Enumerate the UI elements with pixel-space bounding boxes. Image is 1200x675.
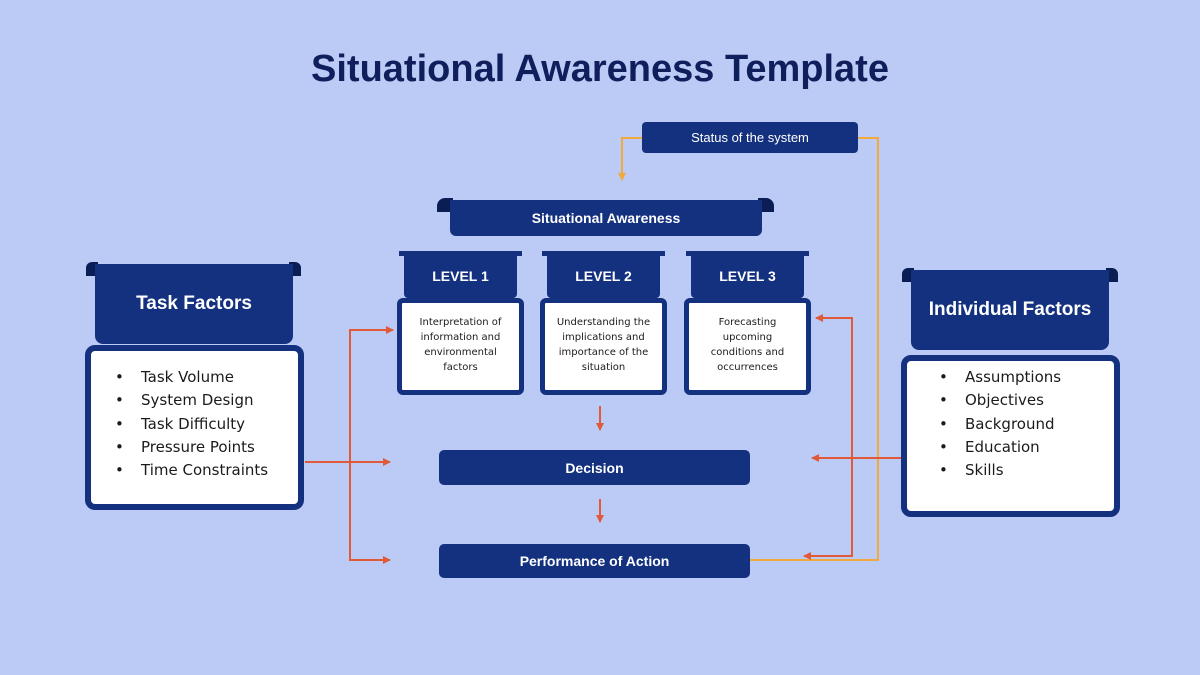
level-1-card: Interpretation of information and enviro… bbox=[397, 298, 524, 395]
level-3-card: Forecasting upcoming conditions and occu… bbox=[684, 298, 811, 395]
task-factors-header: Task Factors bbox=[95, 264, 293, 344]
decision-label: Decision bbox=[565, 459, 624, 476]
level-2-header: LEVEL 2 bbox=[547, 253, 660, 298]
level-1-label: LEVEL 1 bbox=[432, 267, 489, 284]
individual-factors-item: Skills bbox=[939, 459, 1061, 483]
individual-factors-item: Assumptions bbox=[939, 366, 1061, 390]
task-factors-to-levels-arrow bbox=[305, 326, 394, 463]
task-factors-item: System Design bbox=[115, 389, 268, 413]
status-to-sa-arrow bbox=[618, 137, 642, 181]
individual-factors-item: Objectives bbox=[939, 389, 1061, 413]
individual-factors-to-level3-arrow bbox=[815, 314, 853, 458]
task-factors-item: Task Volume bbox=[115, 366, 268, 390]
performance-of-action-label: Performance of Action bbox=[519, 553, 670, 569]
individual-factors-item: Background bbox=[939, 413, 1061, 437]
feedback-loop-line bbox=[750, 137, 879, 561]
task-factors-to-performance-arrow bbox=[349, 462, 391, 564]
task-factors-item: Time Constraints bbox=[115, 459, 268, 483]
sa-ribbon-right-tail bbox=[758, 198, 774, 212]
sa-ribbon-left-tail bbox=[437, 198, 453, 212]
performance-of-action-box: Performance of Action bbox=[439, 544, 750, 578]
individual-factors-list: Assumptions Objectives Background Educat… bbox=[939, 366, 1061, 483]
status-of-system-label: Status of the system bbox=[691, 130, 809, 145]
task-factors-item: Task Difficulty bbox=[115, 413, 268, 437]
level-3-description: Forecasting upcoming conditions and occu… bbox=[710, 317, 785, 373]
individual-factors-title: Individual Factors bbox=[928, 299, 1092, 320]
task-factors-title: Task Factors bbox=[136, 293, 252, 314]
situational-awareness-banner: Situational Awareness bbox=[450, 200, 762, 236]
individual-factors-item: Education bbox=[939, 436, 1061, 460]
task-factors-item: Pressure Points bbox=[115, 436, 268, 460]
individual-factors-header: Individual Factors bbox=[911, 270, 1109, 350]
status-of-system-box: Status of the system bbox=[642, 122, 858, 153]
situational-awareness-label: Situational Awareness bbox=[531, 210, 681, 226]
level-1-header: LEVEL 1 bbox=[404, 253, 517, 298]
decision-box: Decision bbox=[439, 450, 750, 485]
page-title: Situational Awareness Template bbox=[311, 48, 889, 90]
level-2-description: Understanding the implications and impor… bbox=[556, 317, 651, 373]
level-3-header: LEVEL 3 bbox=[691, 253, 804, 298]
level-1-description: Interpretation of information and enviro… bbox=[419, 317, 502, 373]
level-2-card: Understanding the implications and impor… bbox=[540, 298, 667, 395]
individual-factors-to-performance-arrow bbox=[803, 458, 853, 560]
level-2-label: LEVEL 2 bbox=[575, 267, 632, 284]
task-factors-list: Task Volume System Design Task Difficult… bbox=[115, 366, 268, 483]
individual-factors-ribbon-right-tail bbox=[1106, 268, 1118, 282]
level-3-label: LEVEL 3 bbox=[719, 267, 776, 284]
